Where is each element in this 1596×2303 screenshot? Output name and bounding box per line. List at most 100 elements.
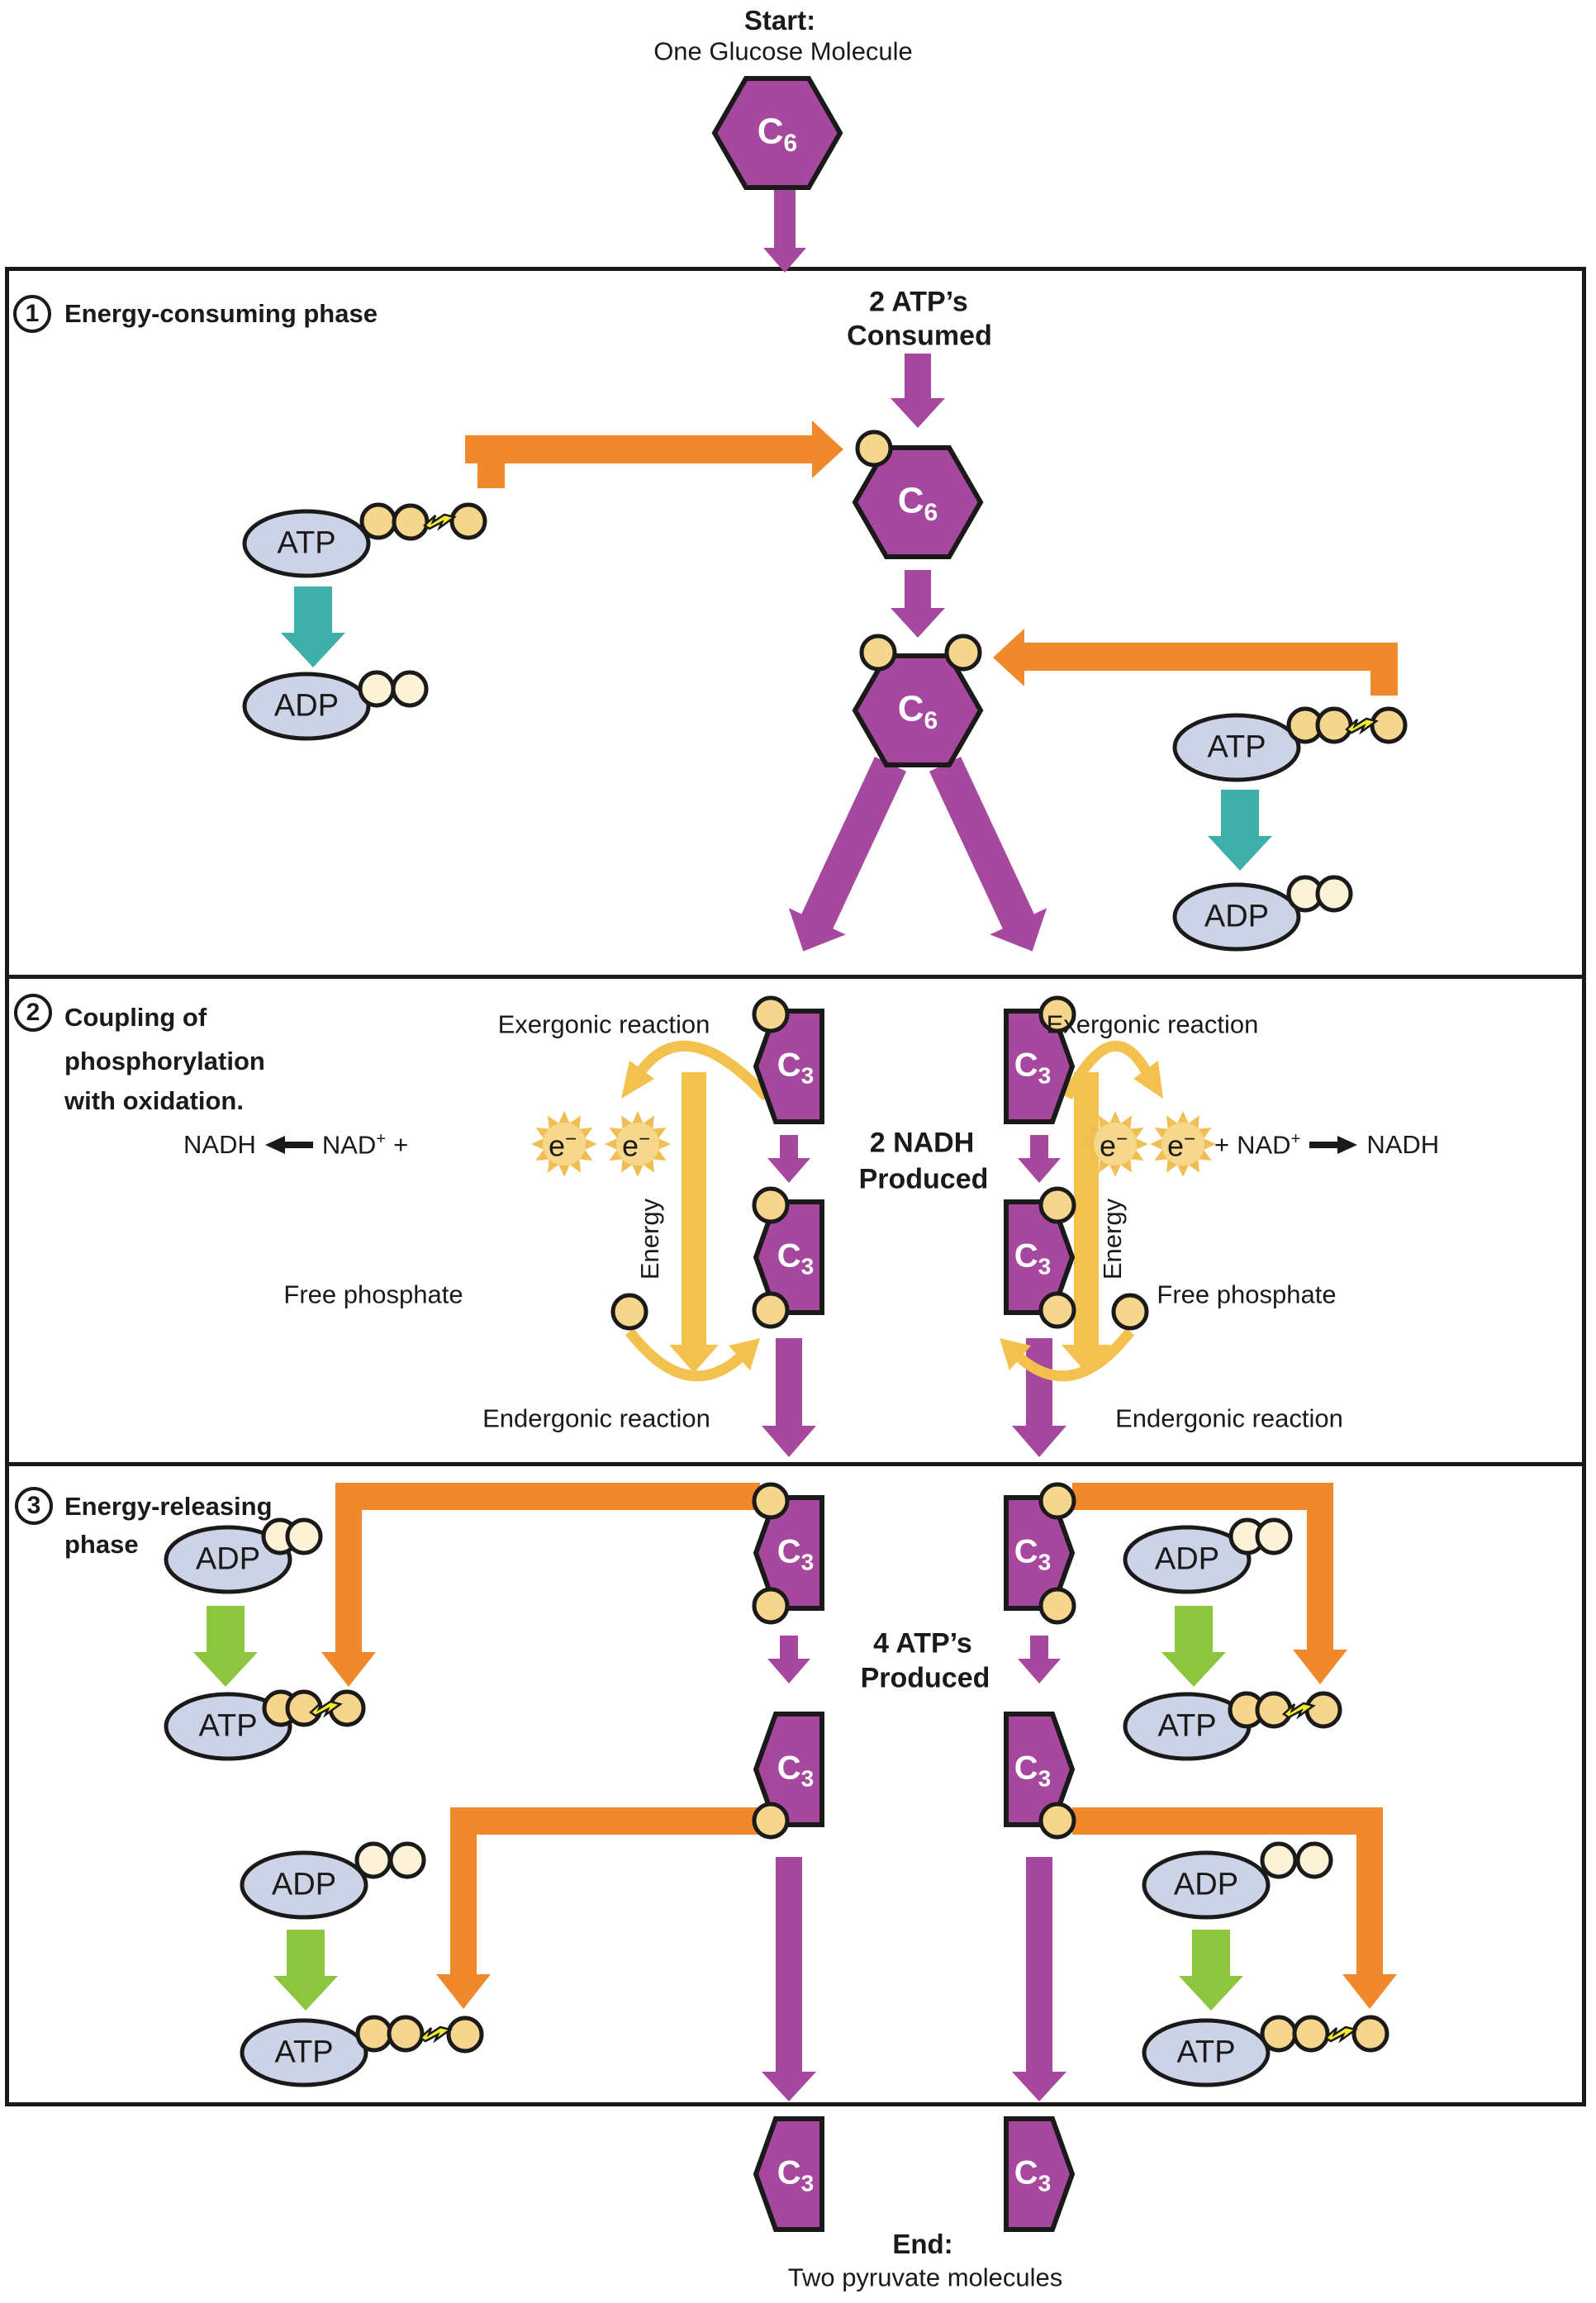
adp-label: ADP — [1173, 1867, 1239, 1902]
free-phosphate-label-right: Free phosphate — [1157, 1280, 1337, 1309]
c6-label: C6 — [898, 481, 938, 526]
arrow-down-icon — [1161, 1606, 1226, 1687]
phosphate-icon — [1041, 1589, 1074, 1622]
electron-star-core — [1161, 1123, 1204, 1166]
c3-subscript: 3 — [800, 1062, 815, 1089]
phosphate-icon — [1372, 709, 1405, 742]
orange-elbow-stem — [335, 1510, 362, 1652]
phosphate-icon — [754, 1189, 787, 1222]
electron-base: e — [548, 1128, 566, 1163]
electron-base: e — [1099, 1128, 1117, 1163]
arrow-down-icon — [1179, 1930, 1243, 2011]
orange-arrowhead-left-icon — [993, 629, 1024, 686]
phosphate-icon — [1041, 1189, 1074, 1222]
electron-superscript: − — [1116, 1128, 1128, 1151]
phosphate-icon — [862, 636, 895, 669]
phosphate-icon — [1294, 2017, 1328, 2050]
orange-arrow-stub — [1370, 671, 1398, 696]
start-subtitle: One Glucose Molecule — [653, 36, 913, 66]
orange-elbow-bar — [1072, 1807, 1383, 1835]
electron-star-cores — [543, 1123, 1204, 1166]
c3-symbol: C — [1014, 1750, 1038, 1787]
arrow-down-icon — [762, 1338, 816, 1457]
exergonic-label-left: Exergonic reaction — [497, 1009, 710, 1039]
section2-title-line2: phosphorylation — [64, 1047, 265, 1076]
energy-label-left: Energy — [635, 1198, 664, 1280]
orange-arrows — [321, 420, 1398, 2009]
c3-symbol: C — [777, 2154, 801, 2191]
phosphate-icon — [357, 1844, 390, 1877]
c3-subscript: 3 — [1038, 1253, 1052, 1280]
lightning-bolt-icon — [419, 2025, 452, 2043]
atp-label: ATP — [1157, 1708, 1217, 1744]
energy-graphics — [621, 1040, 1163, 1382]
plus-sign: + — [1214, 1130, 1230, 1159]
electron-superscript: − — [639, 1128, 651, 1151]
orange-elbow-bar — [450, 1807, 759, 1835]
electron-label: e− — [621, 1128, 651, 1163]
phosphate-icon — [754, 1484, 787, 1517]
c3-symbol: C — [1014, 1047, 1038, 1084]
arc-arrowhead-icon — [1133, 1061, 1163, 1099]
phosphate-icon — [1041, 1484, 1074, 1517]
phosphate-icon — [857, 432, 891, 465]
plus-sign: + — [393, 1130, 409, 1159]
c6-subscript: 6 — [924, 499, 938, 527]
teal-arrows — [281, 586, 1272, 871]
arc-arrowhead-icon — [1000, 1338, 1031, 1370]
phosphate-icon — [1262, 1844, 1295, 1877]
atp-label: ATP — [198, 1708, 258, 1744]
phosphate-icon — [1318, 877, 1351, 910]
adp-label: ADP — [273, 688, 340, 724]
phosphate-icon — [1318, 709, 1351, 742]
c3-symbol: C — [1014, 1533, 1038, 1570]
section3-box — [5, 1466, 1586, 2106]
c3-symbol: C — [777, 1750, 801, 1787]
phosphate-icon — [452, 505, 485, 538]
electron-label: e− — [1099, 1128, 1128, 1163]
atp-label: ATP — [1207, 729, 1266, 765]
phosphate-icon — [362, 505, 395, 538]
c3-label: C3 — [777, 1750, 814, 1791]
nad-reaction-left: NADH NAD+ + — [183, 1123, 408, 1166]
arrow-down-icon — [1018, 1135, 1061, 1183]
arrow-down-icon — [193, 1606, 258, 1687]
section1-number: 1 — [25, 300, 40, 327]
phosphate-icon — [1354, 2017, 1387, 2050]
phosphate-icon — [1298, 1844, 1331, 1877]
nadh-produced-line1: 2 NADH — [869, 1127, 975, 1159]
phosphate-icon — [1257, 1693, 1290, 1726]
adp-label: ADP — [1204, 899, 1270, 934]
arrow-down-icon — [767, 1636, 810, 1683]
arrow-down-icon — [891, 570, 945, 638]
start-title: Start: — [743, 5, 816, 36]
arrow-right-icon — [1309, 1136, 1358, 1154]
c3-subscript: 3 — [1038, 1765, 1052, 1792]
free-phosphate-icon — [613, 1295, 646, 1328]
electron-superscript: − — [565, 1128, 577, 1151]
c3-subscript: 3 — [1038, 2170, 1052, 2196]
c3-label: C3 — [1014, 1047, 1051, 1088]
section2-box — [5, 979, 1586, 1466]
endergonic-label-left: Endergonic reaction — [482, 1403, 710, 1433]
c6-symbol: C — [757, 111, 784, 152]
arrow-down-icon — [767, 1135, 810, 1183]
atp-produced-line1: 4 ATP’s — [873, 1627, 972, 1660]
electron-base: e — [621, 1128, 639, 1163]
orange-arrowhead-down-icon — [321, 1652, 376, 1687]
c6-symbol: C — [897, 480, 924, 521]
atp-produced-line2: Produced — [860, 1662, 990, 1694]
c6-label: C6 — [898, 689, 938, 734]
phosphate-icon — [360, 672, 393, 705]
atp-label: ATP — [1176, 2035, 1236, 2070]
c6-subscript: 6 — [924, 707, 938, 735]
nad-plus-label: NAD+ — [322, 1130, 386, 1160]
section3-number: 3 — [26, 1492, 41, 1519]
arrow-down-icon — [273, 1930, 338, 2011]
c3-subscript: 3 — [800, 2170, 815, 2196]
exergonic-arc — [1062, 1040, 1152, 1099]
adp-label: ADP — [1154, 1541, 1220, 1577]
orange-arrowhead-down-icon — [1293, 1650, 1347, 1684]
atp-consumed-line2: Consumed — [847, 320, 992, 352]
arrow-down-icon — [891, 354, 945, 428]
